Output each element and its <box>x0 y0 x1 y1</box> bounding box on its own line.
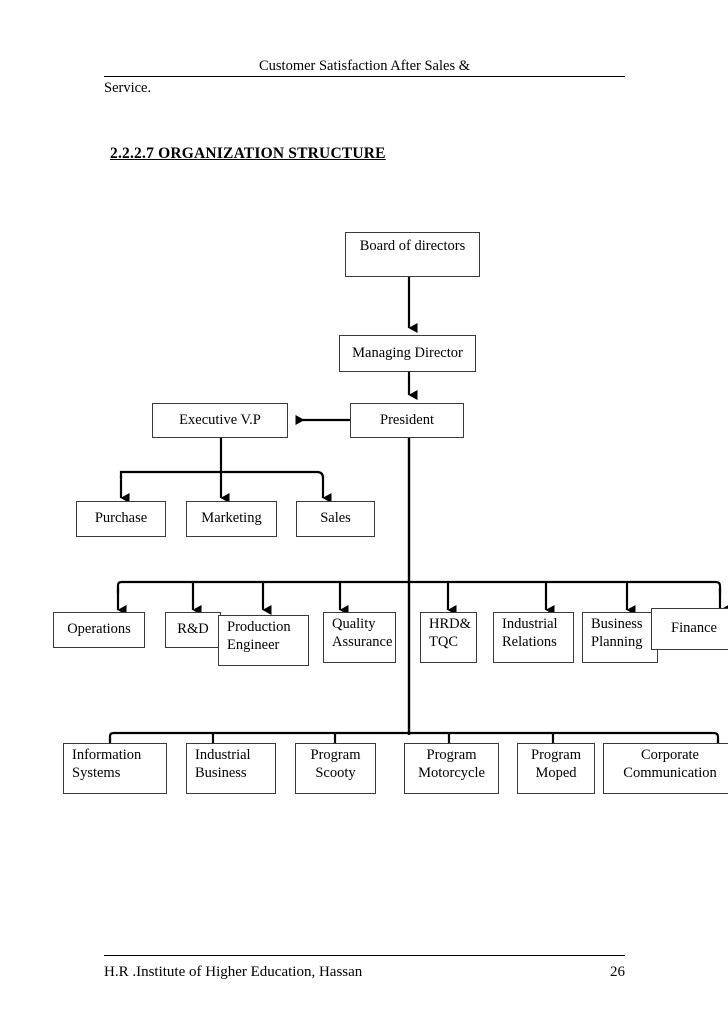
node-executive-vp[interactable]: Executive V.P <box>152 403 288 438</box>
node-marketing[interactable]: Marketing <box>186 501 277 537</box>
node-purchase[interactable]: Purchase <box>76 501 166 537</box>
node-industrial-relations[interactable]: Industrial Relations <box>493 612 574 663</box>
node-business-planning[interactable]: Business Planning <box>582 612 658 663</box>
node-production-engineer[interactable]: Production Engineer <box>218 615 309 666</box>
node-program-moped[interactable]: Program Moped <box>517 743 595 794</box>
section-heading: 2.2.2.7 ORGANIZATION STRUCTURE <box>110 145 386 162</box>
node-information-systems[interactable]: Information Systems <box>63 743 167 794</box>
node-program-motorcycle[interactable]: Program Motorcycle <box>404 743 499 794</box>
node-sales[interactable]: Sales <box>296 501 375 537</box>
node-quality-assurance[interactable]: Quality Assurance <box>323 612 396 663</box>
node-rnd[interactable]: R&D <box>165 612 221 648</box>
node-board-of-directors[interactable]: Board of directors <box>345 232 480 277</box>
footer-institute: H.R .Institute of Higher Education, Hass… <box>104 964 363 980</box>
node-program-scooty[interactable]: Program Scooty <box>295 743 376 794</box>
organization-chart: Board of directors Managing Director Exe… <box>0 210 728 820</box>
footer-page-number: 26 <box>610 964 625 980</box>
page-header: Customer Satisfaction After Sales & Serv… <box>104 58 625 97</box>
header-rule <box>104 76 625 77</box>
node-finance[interactable]: Finance <box>651 608 728 650</box>
node-corporate-communication[interactable]: Corporate Communication <box>603 743 728 794</box>
page-footer: H.R .Institute of Higher Education, Hass… <box>104 955 625 981</box>
node-industrial-business[interactable]: Industrial Business <box>186 743 276 794</box>
header-title-line2: Service. <box>104 80 152 96</box>
node-operations[interactable]: Operations <box>53 612 145 648</box>
footer-rule <box>104 955 625 956</box>
node-president[interactable]: President <box>350 403 464 438</box>
header-title-line1: Customer Satisfaction After Sales & <box>258 58 471 74</box>
node-hrd-tqc[interactable]: HRD& TQC <box>420 612 477 663</box>
node-managing-director[interactable]: Managing Director <box>339 335 476 372</box>
